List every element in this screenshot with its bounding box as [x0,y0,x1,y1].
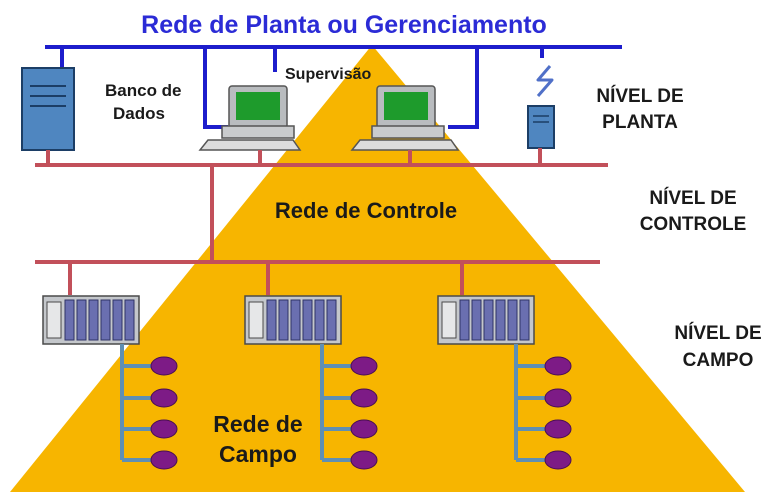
field-device-icon [350,356,378,376]
level-control-line-1: NÍVEL DE [649,187,736,209]
field-device-icon [544,356,572,376]
field-device-icon [544,419,572,439]
controller-racks [42,295,572,470]
field-device-icon [544,450,572,470]
plant-network [45,45,622,129]
field-network-label-line-1: Rede de [213,411,302,437]
database-label-line-1: Banco de [105,81,182,100]
workstation-computer-icon [198,85,302,151]
pyramid-background [10,45,745,492]
database-server-icon [21,67,75,151]
field-device-icon [350,450,378,470]
field-device-icon [350,388,378,408]
level-control-line-2: CONTROLE [640,214,747,235]
workstation-computer-icon [350,85,460,151]
level-plant-line-1: NÍVEL DE [596,85,683,107]
wireless-link-icon [536,65,554,97]
level-field-line-2: CAMPO [683,350,754,371]
diagram-title: Rede de Planta ou Gerenciamento [141,11,547,39]
level-plant-line-2: PLANTA [602,112,678,133]
control-network [35,163,608,295]
field-device-icon [150,388,178,408]
field-device-icon [150,419,178,439]
field-device-icon [150,450,178,470]
field-device-icon [350,419,378,439]
server-tower-icon [527,105,555,149]
level-field-line-1: NÍVEL DE [674,322,761,344]
control-network-label: Rede de Controle [275,198,457,223]
field-device-icon [150,356,178,376]
field-device-icon [544,388,572,408]
field-network-label-line-2: Campo [219,441,297,467]
supervision-label: Supervisão [285,66,371,83]
database-label-line-2: Dados [113,104,165,123]
